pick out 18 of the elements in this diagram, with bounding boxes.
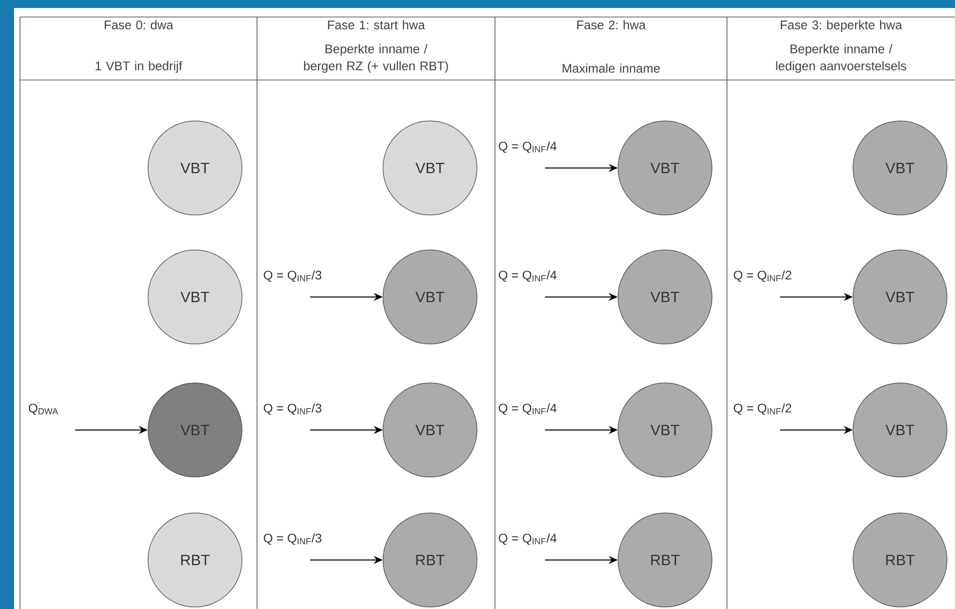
edge-label: Q$_{DWA}$ bbox=[27, 402, 60, 416]
edge-label: Q = Q$_{INF}$/4 bbox=[497, 402, 558, 416]
column-header: Beperkte inname / bergen RZ (+ vullen RBT) bbox=[304, 44, 448, 73]
column-header: Beperkte inname / ledigen aanvoerstelsels bbox=[776, 44, 906, 73]
column-header: Fase 3: beperkte hwa bbox=[780, 20, 902, 32]
edge-label: Q = Q$_{INF}$/2 bbox=[732, 402, 793, 416]
column-header: 1 VBT in bedrijf bbox=[96, 61, 182, 73]
edge-label: Q = Q$_{INF}$/3 bbox=[262, 269, 323, 283]
edge-label: Q = Q$_{INF}$/3 bbox=[262, 402, 323, 416]
edge-label: Q = Q$_{INF}$/4 bbox=[497, 140, 558, 154]
column-header: Fase 2: hwa bbox=[577, 20, 646, 30]
column-header: Fase 0: dwa bbox=[104, 20, 174, 30]
column-header: Fase 1: start hwa bbox=[328, 20, 425, 30]
edge-label: Q = Q$_{INF}$/3 bbox=[262, 532, 323, 546]
edge-label: Q = Q$_{INF}$/4 bbox=[497, 269, 558, 283]
column-header: Maximale inname bbox=[562, 64, 660, 73]
edge-label: Q = Q$_{INF}$/4 bbox=[497, 532, 558, 546]
edge-label: Q = Q$_{INF}$/2 bbox=[732, 269, 793, 283]
